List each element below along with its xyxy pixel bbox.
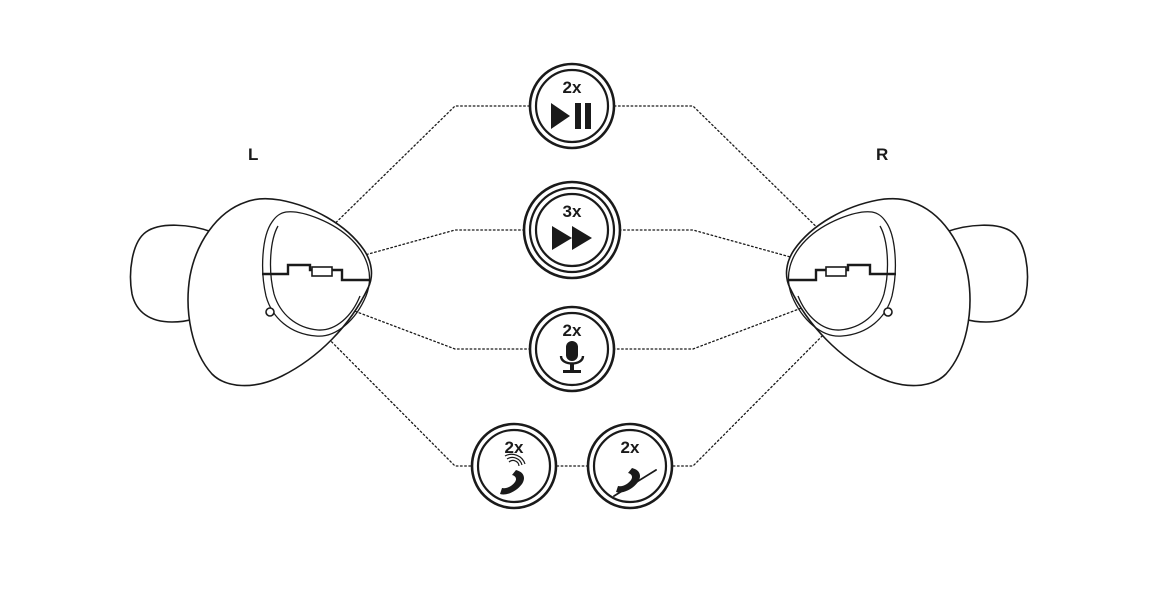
answer-call-count: 2x: [505, 438, 524, 457]
left-touch-face-inner: [269, 225, 361, 331]
left-earbud-sensor: [311, 266, 333, 277]
voice-assistant-count: 2x: [563, 321, 582, 340]
left-earbud-label: L: [248, 145, 258, 164]
connector-left-answer-call: [301, 311, 473, 467]
phone-hangup-icon: [613, 468, 657, 497]
right-earbud-body: [785, 197, 971, 387]
connector-right-end-call: [671, 311, 847, 467]
play-pause-icon: [551, 103, 591, 129]
right-touch-face-inner: [797, 225, 889, 331]
end-call-count: 2x: [621, 438, 640, 457]
connector-left-play-pause: [311, 105, 531, 247]
voice-assistant-button: 2x: [528, 305, 616, 393]
left-earbud-seam: [262, 263, 370, 282]
left-earbud: L: [129, 145, 373, 387]
right-earbud-sensor: [825, 266, 847, 277]
right-connector-lines: [613, 105, 847, 467]
next-track-button: 3x: [522, 180, 622, 280]
play-pause-count: 2x: [563, 78, 582, 97]
end-call-button: 2x: [586, 422, 674, 510]
play-pause-button: 2x: [528, 62, 616, 150]
left-touch-face: [262, 211, 371, 337]
connector-right-voice-assistant: [613, 294, 837, 350]
right-earbud-port: [883, 307, 893, 317]
fast-forward-icon: [552, 226, 592, 250]
connector-right-next-track: [619, 229, 831, 269]
connector-right-play-pause: [613, 105, 837, 247]
microphone-icon: [559, 341, 585, 373]
next-track-count: 3x: [563, 202, 582, 221]
left-earbud-port: [265, 307, 275, 317]
right-earbud-seam: [788, 263, 896, 282]
right-earbud-label: R: [876, 145, 888, 164]
connector-left-voice-assistant: [311, 294, 531, 350]
left-earbud-body: [187, 197, 373, 387]
right-touch-face: [787, 211, 896, 337]
phone-ringing-icon: [500, 453, 526, 495]
right-earbud: [785, 197, 1029, 387]
answer-call-button: 2x: [470, 422, 558, 510]
